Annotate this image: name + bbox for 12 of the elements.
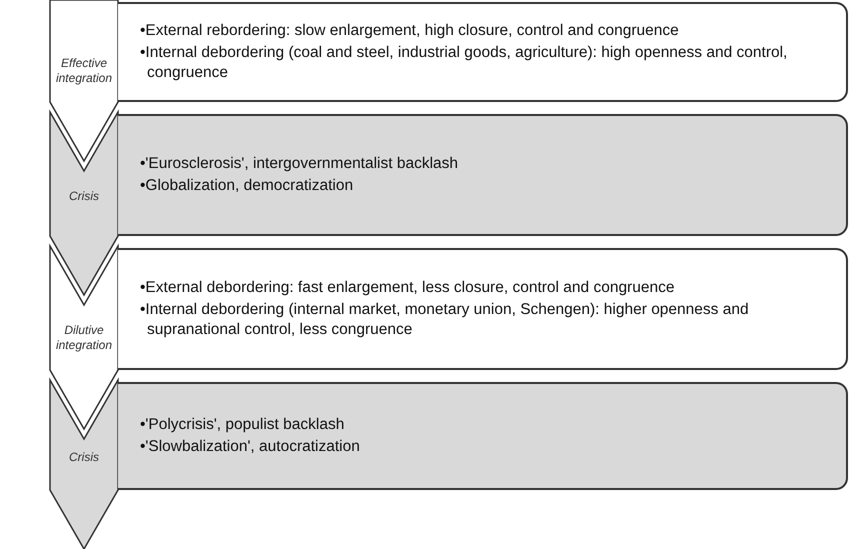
stage-label: Crisis	[68, 450, 100, 464]
bullet-text: •External rebordering: slow enlargement, high closure, control and congruence	[140, 21, 680, 41]
stage-label: Effective integration	[54, 56, 114, 86]
bullet-text: •External debordering: fast enlargement, less closure, control and congruence	[140, 278, 676, 298]
stage-label: Crisis	[68, 188, 100, 204]
bullet-text: •Globalization, democratization	[140, 176, 354, 196]
bullet-text: •Internal debordering (coal and steel, industrial goods, agriculture): high openness and control, congruence	[140, 43, 788, 83]
bullet-text: •Internal debordering (internal market, monetary union, Schengen): higher openness and supranational control, less congruence	[140, 300, 750, 340]
bullet-text: •'Eurosclerosis', intergovernmentalist backlash	[140, 154, 460, 174]
stage-label: Dilutive integration	[54, 322, 114, 352]
bullet-text: •'Slowbalization', autocratization	[140, 437, 361, 457]
bullet-text: •'Polycrisis', populist backlash	[140, 415, 346, 435]
